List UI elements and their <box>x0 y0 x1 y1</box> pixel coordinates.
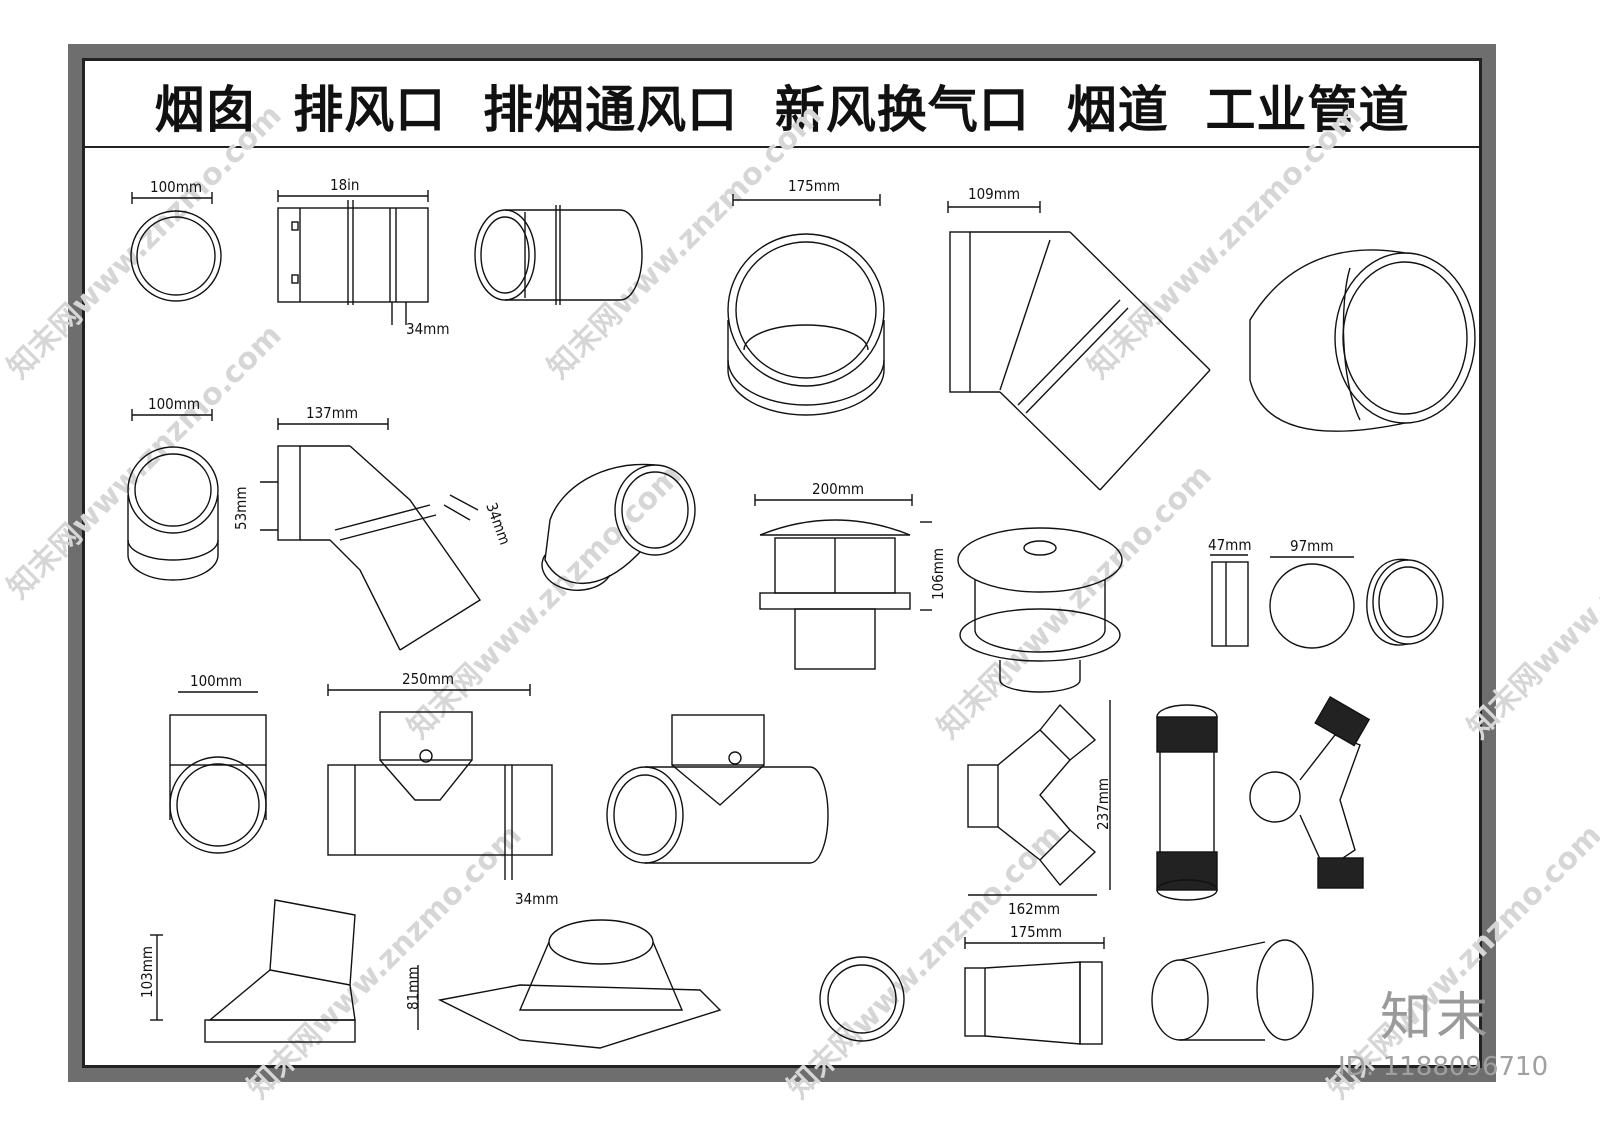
watermark-text: 知末网www.znzmo.com <box>541 98 829 386</box>
dim-label: 109mm <box>968 185 1020 203</box>
dim-label: 106mm <box>929 548 947 600</box>
dim-label: 250mm <box>402 670 454 688</box>
tee-side-view <box>327 684 553 880</box>
elbow-ring-end-view <box>127 409 219 581</box>
pipe-ring-end-view <box>130 192 222 302</box>
chimney-cap-side-view <box>754 494 932 670</box>
dim-label: 103mm <box>138 946 156 998</box>
watermarks: 知末网www.znzmo.com 知末网www.znzmo.com 知末网www… <box>1 98 1600 1106</box>
elbow-90-side-view <box>260 418 481 651</box>
dim-label: 97mm <box>1290 537 1333 555</box>
dim-label: 34mm <box>482 500 514 547</box>
dim-label: 200mm <box>812 480 864 498</box>
dim-label: 162mm <box>1008 900 1060 918</box>
y-branch-side-view <box>967 700 1111 896</box>
dim-label: 237mm <box>1094 778 1112 830</box>
dim-label: 81mm <box>404 967 422 1010</box>
dim-label: 47mm <box>1208 536 1251 554</box>
elbow-90-3d <box>541 463 696 591</box>
brand-logo: 知末 <box>1380 988 1493 1048</box>
dim-label: 175mm <box>788 177 840 195</box>
watermark-text: 知末网www.znzmo.com <box>1461 458 1600 746</box>
reducer-3d <box>1151 939 1314 1041</box>
watermark-text: 知末网www.znzmo.com <box>931 458 1219 746</box>
chimney-cap-3d <box>957 527 1123 693</box>
dim-label: 175mm <box>1010 923 1062 941</box>
straight-pipe-side-view <box>277 190 429 325</box>
coupling-side-view <box>1210 554 1249 647</box>
dim-label: 100mm <box>150 178 202 196</box>
elbow-45-3d <box>1249 249 1476 432</box>
watermark-text: 知末网www.znzmo.com <box>781 818 1069 1106</box>
watermark-text: 知末网www.znzmo.com <box>401 458 689 746</box>
dim-label: 18in <box>330 176 359 194</box>
coupling-3d <box>1366 558 1444 646</box>
dim-label: 34mm <box>515 890 558 908</box>
pipe-ribbed-3d <box>1156 704 1218 901</box>
tee-end-view <box>169 691 267 854</box>
reducer-ring-end-view <box>819 956 905 1042</box>
id-label: ID: 1188096710 <box>1338 1052 1549 1082</box>
adapter-offset-side-view <box>150 899 356 1043</box>
reducer-side-view <box>964 937 1105 1045</box>
straight-pipe-3d <box>474 205 643 305</box>
dim-label: 100mm <box>148 395 200 413</box>
dim-label: 34mm <box>406 320 449 338</box>
coupling-end-view <box>1269 556 1355 649</box>
roof-flashing-3d <box>417 919 722 1049</box>
large-ring-3d <box>727 194 885 416</box>
watermark-text: 知末网www.znzmo.com <box>241 818 529 1106</box>
y-branch-3d <box>1249 696 1371 889</box>
page-title: 烟囱 排风口 排烟通风口 新风换气口 烟道 工业管道 <box>85 66 1479 148</box>
watermark-text: 知末网www.znzmo.com <box>1081 98 1369 386</box>
dim-label: 137mm <box>306 404 358 422</box>
tee-3d <box>606 714 829 864</box>
dim-label: 100mm <box>190 672 242 690</box>
dim-label: 53mm <box>232 487 250 530</box>
elbow-45-side-view <box>947 201 1211 491</box>
